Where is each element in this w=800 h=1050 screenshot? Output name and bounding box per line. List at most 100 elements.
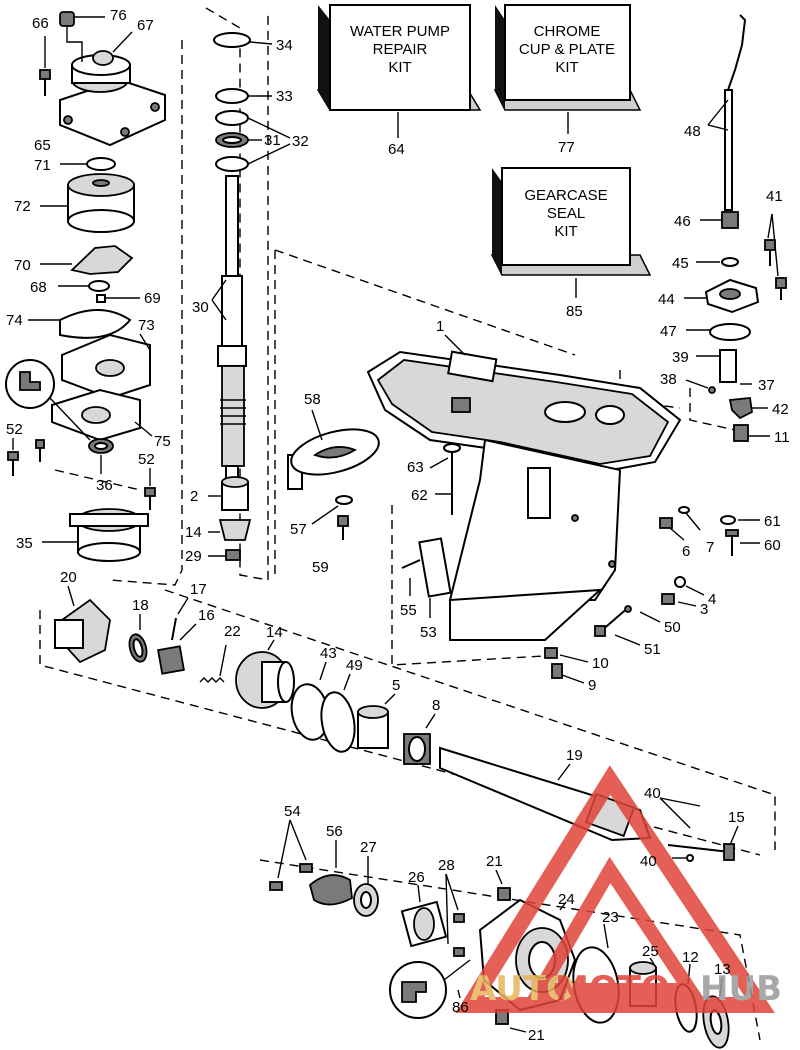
callout-14-lower: 14	[266, 624, 283, 641]
washer-57	[311, 495, 353, 525]
screw-66	[39, 36, 51, 96]
callout-17: 17	[190, 581, 207, 598]
o-ring-34	[213, 32, 273, 48]
automotohub-watermark: AUTO MOTO HUB	[455, 765, 782, 1013]
callout-57: 57	[290, 521, 307, 538]
shift-rod-48	[707, 14, 747, 211]
bearing-5	[357, 693, 396, 749]
chrome-kit-line1: CHROME	[534, 23, 601, 40]
callout-21-bottom: 21	[528, 1027, 545, 1044]
callout-29: 29	[185, 548, 202, 565]
screws-28	[445, 873, 465, 957]
screw-9-10	[544, 647, 589, 684]
bearing-31-32	[215, 110, 291, 172]
screws-50-51	[594, 605, 661, 646]
bushing-2	[208, 476, 249, 511]
callout-33: 33	[276, 88, 293, 105]
gearcase-housing-1	[366, 334, 682, 641]
callout-4: 4	[708, 591, 716, 608]
callout-37: 37	[758, 377, 775, 394]
callout-86: 86	[452, 999, 469, 1016]
callout-65: 65	[34, 137, 51, 154]
pins-37-38	[685, 379, 752, 394]
reverse-gear-14b	[235, 639, 295, 709]
callout-39: 39	[672, 349, 689, 366]
gasket-75	[51, 388, 153, 442]
shift-lever-42-11	[689, 388, 770, 442]
callout-9: 9	[588, 677, 596, 694]
symbol-86-callout	[389, 959, 471, 1019]
chrome-kit-line3: KIT	[555, 59, 578, 76]
callout-22: 22	[224, 623, 241, 640]
connector-39	[696, 349, 737, 383]
bolts-60-61	[720, 515, 760, 556]
o-ring-68	[58, 280, 110, 292]
callout-19: 19	[566, 747, 583, 764]
callout-73: 73	[138, 317, 155, 334]
callout-1: 1	[436, 318, 444, 335]
o-ring-47	[686, 323, 751, 341]
callout-7: 7	[706, 539, 714, 556]
shift-housing-44	[684, 278, 760, 314]
callout-16: 16	[198, 607, 215, 624]
callout-10: 10	[592, 655, 609, 672]
callout-26: 26	[408, 869, 425, 886]
callout-30: 30	[192, 299, 209, 316]
spring-22	[199, 644, 227, 683]
callout-72: 72	[14, 198, 31, 215]
bearing-18	[128, 614, 148, 663]
callout-56: 56	[326, 823, 343, 840]
forward-gear-20	[54, 585, 111, 664]
o-ring-71	[60, 157, 116, 171]
screws-54	[269, 819, 313, 891]
callout-36: 36	[96, 477, 113, 494]
callout-28: 28	[438, 857, 455, 874]
gasket-74	[28, 309, 132, 339]
fittings-3-4-6-7	[659, 506, 705, 607]
cap-76	[59, 11, 105, 62]
screw-52-right	[144, 468, 156, 510]
callout-55: 55	[400, 602, 417, 619]
callout-59: 59	[312, 559, 329, 576]
watermark-hub: HUB	[700, 969, 782, 1009]
callout-76: 76	[110, 7, 127, 24]
gearcase-kit-line1: GEARCASE	[524, 187, 607, 204]
chrome-kit-line2: CUP & PLATE	[519, 41, 615, 58]
bushing-46	[700, 211, 739, 229]
bracket-53	[418, 537, 452, 618]
tabs-21	[495, 869, 527, 1033]
callout-85: 85	[566, 303, 583, 320]
callout-11: 11	[774, 429, 790, 446]
water-pump-kit-line1: WATER PUMP	[350, 23, 450, 40]
callout-75: 75	[154, 433, 171, 450]
callout-27: 27	[360, 839, 377, 856]
screw-55	[401, 559, 421, 596]
callout-47: 47	[660, 323, 677, 340]
callout-50: 50	[664, 619, 681, 636]
callout-18: 18	[132, 597, 149, 614]
callout-23: 23	[602, 909, 619, 926]
callout-43: 43	[320, 645, 337, 662]
screw-52-left	[7, 438, 19, 476]
callout-74: 74	[6, 312, 23, 329]
callout-46: 46	[674, 213, 691, 230]
key-69	[96, 294, 140, 303]
grommet-67	[92, 31, 133, 66]
callout-66: 66	[32, 15, 49, 32]
screw-59	[337, 515, 349, 540]
water-pump-kit-box: WATER PUMP REPAIR KIT 64	[316, 4, 482, 158]
callout-68: 68	[30, 279, 47, 296]
anode-56	[308, 840, 353, 906]
watermark-auto: AUTO	[470, 969, 575, 1009]
gearcase-kit-line2: SEAL	[547, 205, 585, 222]
callout-32: 32	[292, 133, 309, 150]
callout-12: 12	[682, 949, 699, 966]
callout-49: 49	[346, 657, 363, 674]
callout-38: 38	[660, 371, 677, 388]
nut-29	[208, 549, 241, 561]
water-pump-kit-line2: REPAIR	[373, 41, 428, 58]
callout-34: 34	[276, 37, 293, 54]
callout-35: 35	[16, 535, 33, 552]
callout-21-top: 21	[486, 853, 503, 870]
